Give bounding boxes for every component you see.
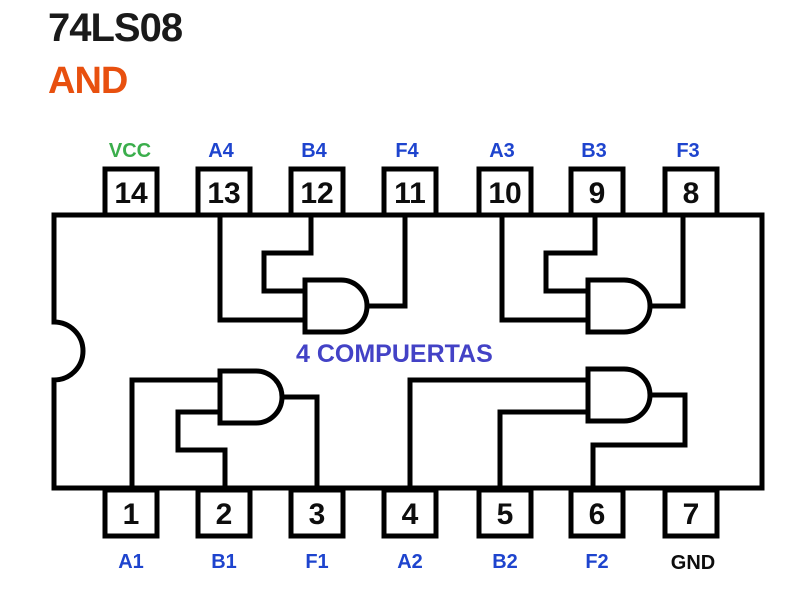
pin-6-number: 6 xyxy=(589,498,606,531)
pin-13-box xyxy=(195,166,253,218)
pin-11: 11 xyxy=(381,166,439,218)
pin-3-box xyxy=(288,487,346,539)
pin-8-label-f3: F3 xyxy=(676,140,699,162)
pin-7-number: 7 xyxy=(683,498,700,531)
pin-3-label-f1: F1 xyxy=(305,551,328,573)
chip-title: 74LS08 xyxy=(48,6,183,50)
and-gate-3 xyxy=(585,277,653,335)
pin-12: 12 xyxy=(288,166,346,218)
wire-pin10-input xyxy=(499,213,588,323)
pin-6-label-f2: F2 xyxy=(585,551,608,573)
wire-pin5-input xyxy=(497,409,588,490)
pin-9-number: 9 xyxy=(589,177,606,210)
pin-13-number: 13 xyxy=(207,177,240,210)
pin-10: 10 xyxy=(476,166,534,218)
pin-4-label-a2: A2 xyxy=(397,551,423,573)
pin-12-box xyxy=(288,166,346,218)
pin-9: 9 xyxy=(568,166,626,218)
pin-2-label-b1: B1 xyxy=(211,551,237,573)
and-gate-4 xyxy=(302,277,370,335)
pin-2-box xyxy=(195,487,253,539)
gate-count-caption: 4 COMPUERTAS xyxy=(296,340,493,368)
pin-6: 6 xyxy=(568,487,626,539)
pin-14: 14 xyxy=(102,166,160,218)
pin-11-number: 11 xyxy=(394,177,426,210)
pin-14-number: 14 xyxy=(114,177,148,210)
pin-9-label-b3: B3 xyxy=(581,140,607,162)
pin-13: 13 xyxy=(195,166,253,218)
pin-9-box xyxy=(568,166,626,218)
pin-7-box xyxy=(662,487,720,539)
pin-2: 2 xyxy=(195,487,253,539)
and-gate-2 xyxy=(585,366,653,424)
wire-pin1-input xyxy=(129,377,220,490)
pin-1: 1 xyxy=(102,487,160,539)
pin-4-box xyxy=(381,487,439,539)
pin-1-label-a1: A1 xyxy=(118,551,144,573)
pin-13-label-a4: A4 xyxy=(208,140,234,162)
pin-5-number: 5 xyxy=(497,498,514,531)
pin-11-box xyxy=(381,166,439,218)
pin-5-box xyxy=(476,487,534,539)
wire-pin2-input xyxy=(175,409,228,490)
wire-pin12-input xyxy=(261,213,314,294)
wire-pin8-output xyxy=(650,213,686,309)
pin-12-number: 12 xyxy=(300,177,333,210)
pin-1-number: 1 xyxy=(123,498,140,531)
pin-5-label-b2: B2 xyxy=(492,551,518,573)
and-gate-1 xyxy=(217,368,285,426)
pin-5: 5 xyxy=(476,487,534,539)
pin-11-label-f4: F4 xyxy=(395,140,419,162)
pin-2-number: 2 xyxy=(216,498,233,531)
pin-14-box xyxy=(102,166,160,218)
pin-3-number: 3 xyxy=(309,498,326,531)
pin-10-number: 10 xyxy=(488,177,521,210)
pin-12-label-b4: B4 xyxy=(301,140,327,162)
pin-7: 7 xyxy=(662,487,720,539)
pin-8-box xyxy=(662,166,720,218)
pin-14-label-vcc: VCC xyxy=(109,140,151,162)
pin-10-box xyxy=(476,166,534,218)
pin-4-number: 4 xyxy=(402,498,419,531)
pin-7-label-gnd: GND xyxy=(671,552,715,574)
pin-6-box xyxy=(568,487,626,539)
wire-pin11-output xyxy=(367,213,408,309)
wire-pin4-input xyxy=(407,377,588,490)
wire-pin6-output xyxy=(590,392,688,490)
pin-4: 4 xyxy=(381,487,439,539)
gate-type-label: AND xyxy=(48,60,128,102)
wire-pin3-output xyxy=(281,394,320,490)
pin-1-box xyxy=(102,487,160,539)
pin-3: 3 xyxy=(288,487,346,539)
wire-pin9-input xyxy=(543,213,598,294)
pin-8-number: 8 xyxy=(683,177,700,210)
wire-pin13-input xyxy=(217,213,305,323)
pin-8: 8 xyxy=(662,166,720,218)
pin-10-label-a3: A3 xyxy=(489,140,515,162)
